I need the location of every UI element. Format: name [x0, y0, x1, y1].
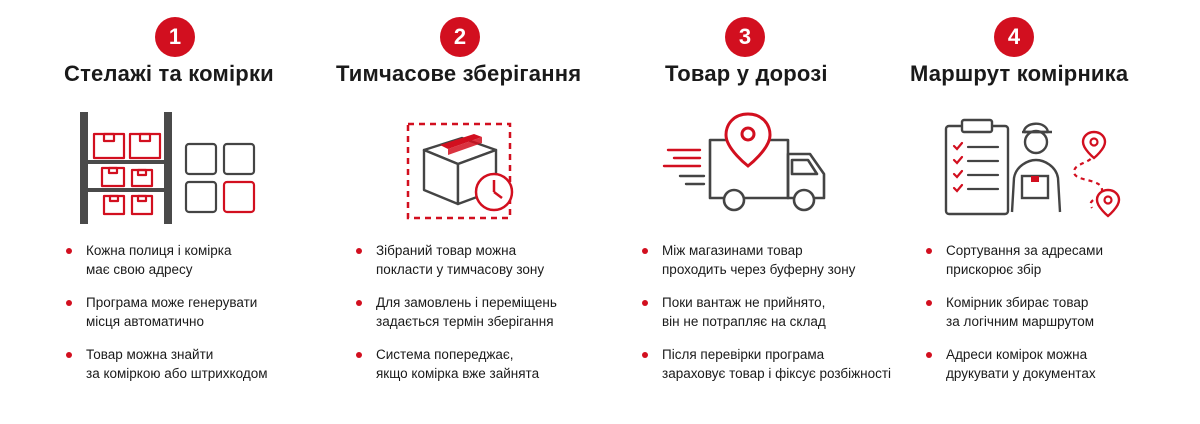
box-clock-icon — [406, 122, 514, 220]
step-number-badge: 2 — [440, 17, 480, 57]
step-number-badge: 3 — [725, 17, 765, 57]
step-number-badge: 4 — [994, 17, 1034, 57]
warehouse-shelves-icon — [80, 112, 256, 224]
list-item: Система попереджає,якщо комірка вже зайн… — [356, 345, 557, 383]
step-title: Стелажі та комірки — [64, 61, 274, 86]
step-1: 1 Стелажі та комірки — [0, 0, 280, 424]
step-title: Тимчасове зберігання — [336, 61, 582, 86]
step-2: 2 Тимчасове зберігання Зібраний товар мо… — [290, 0, 581, 424]
picker-route-icon — [944, 118, 1121, 218]
step-4: 4 Маршрут комірника — [900, 0, 1180, 424]
step-title: Маршрут комірника — [910, 61, 1129, 86]
step-title: Товар у дорозі — [665, 61, 828, 86]
list-item: Поки вантаж не прийнято,він не потрапляє… — [642, 293, 891, 331]
delivery-truck-icon — [662, 112, 826, 212]
step-number-badge: 1 — [155, 17, 195, 57]
